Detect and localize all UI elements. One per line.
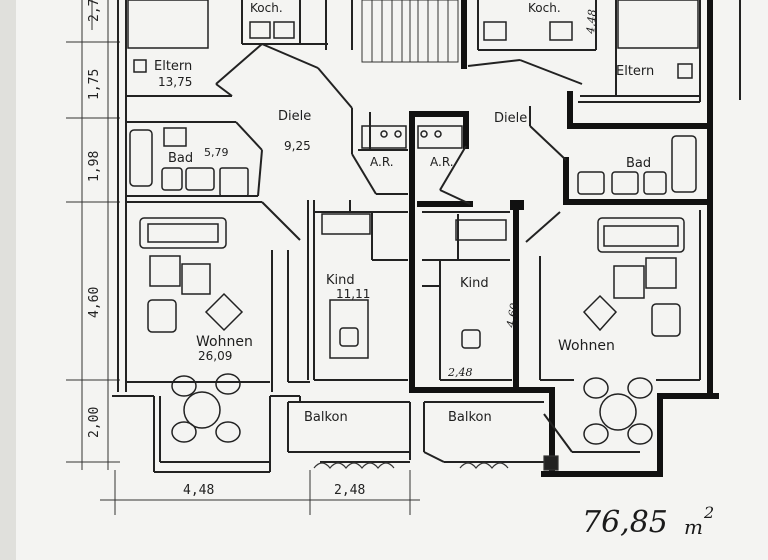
room-eltern-left-area: 13,75	[158, 75, 192, 89]
dimension-chain-bottom	[100, 470, 420, 515]
room-wohnen-left-area: 26,09	[198, 349, 232, 363]
room-kind-left-area: 11,11	[336, 287, 370, 301]
dim-vertical-1: 1,75	[87, 69, 102, 100]
room-wohnen-right-label: Wohnen	[558, 338, 615, 354]
dim-top-left: 2,7	[87, 0, 102, 22]
room-diele-left-area: 9,25	[284, 139, 311, 153]
room-kind-right-dim: 4,60	[504, 302, 521, 329]
room-koch-right-label: Koch.	[528, 1, 561, 15]
room-bad-left-area: 5,79	[204, 146, 229, 159]
dim-vertical-4: 2,00	[87, 407, 102, 438]
walls-right-unit	[422, 0, 741, 463]
room-diele-right-label: Diele	[494, 111, 527, 126]
room-bad-left-label: Bad	[168, 151, 193, 166]
total-area-value: 76,85	[582, 505, 668, 540]
dim-horizontal-2: 2,48	[334, 483, 365, 498]
room-eltern-right-label: Eltern	[616, 64, 654, 79]
dimension-chain-left	[66, 0, 120, 470]
total-area-unit: m	[684, 515, 703, 539]
room-ar-left-label: A.R.	[370, 155, 394, 169]
room-balkon-right-label: Balkon	[448, 410, 492, 425]
dim-vertical-3: 4,60	[87, 287, 102, 318]
room-kind-right-label: Kind	[460, 276, 489, 291]
room-kind-left-label: Kind	[326, 273, 355, 288]
furniture-right	[417, 0, 699, 445]
dim-horizontal-1: 4,48	[183, 483, 214, 498]
room-wohnen-left-label: Wohnen	[196, 334, 253, 350]
total-area-exponent: 2	[703, 503, 714, 522]
walls-right-unit-thick	[409, 0, 719, 477]
room-balkon-left-label: Balkon	[304, 410, 348, 425]
furniture-left	[127, 0, 407, 443]
wall-post	[510, 200, 524, 210]
room-ar-right-label: A.R.	[430, 155, 454, 169]
walls-left-unit	[112, 0, 411, 473]
room-bad-right-label: Bad	[626, 156, 651, 171]
dim-vertical-2: 1,98	[87, 151, 102, 182]
room-kind-right-width: 2,48	[447, 366, 473, 379]
balcony-planters	[313, 455, 559, 471]
room-diele-left-label: Diele	[278, 109, 311, 124]
room-koch-left-label: Koch.	[250, 1, 283, 15]
staircase	[361, 0, 459, 63]
room-eltern-left-label: Eltern	[154, 59, 192, 74]
scan-edge	[0, 0, 16, 560]
dim-top-right: 4,48	[584, 9, 599, 36]
